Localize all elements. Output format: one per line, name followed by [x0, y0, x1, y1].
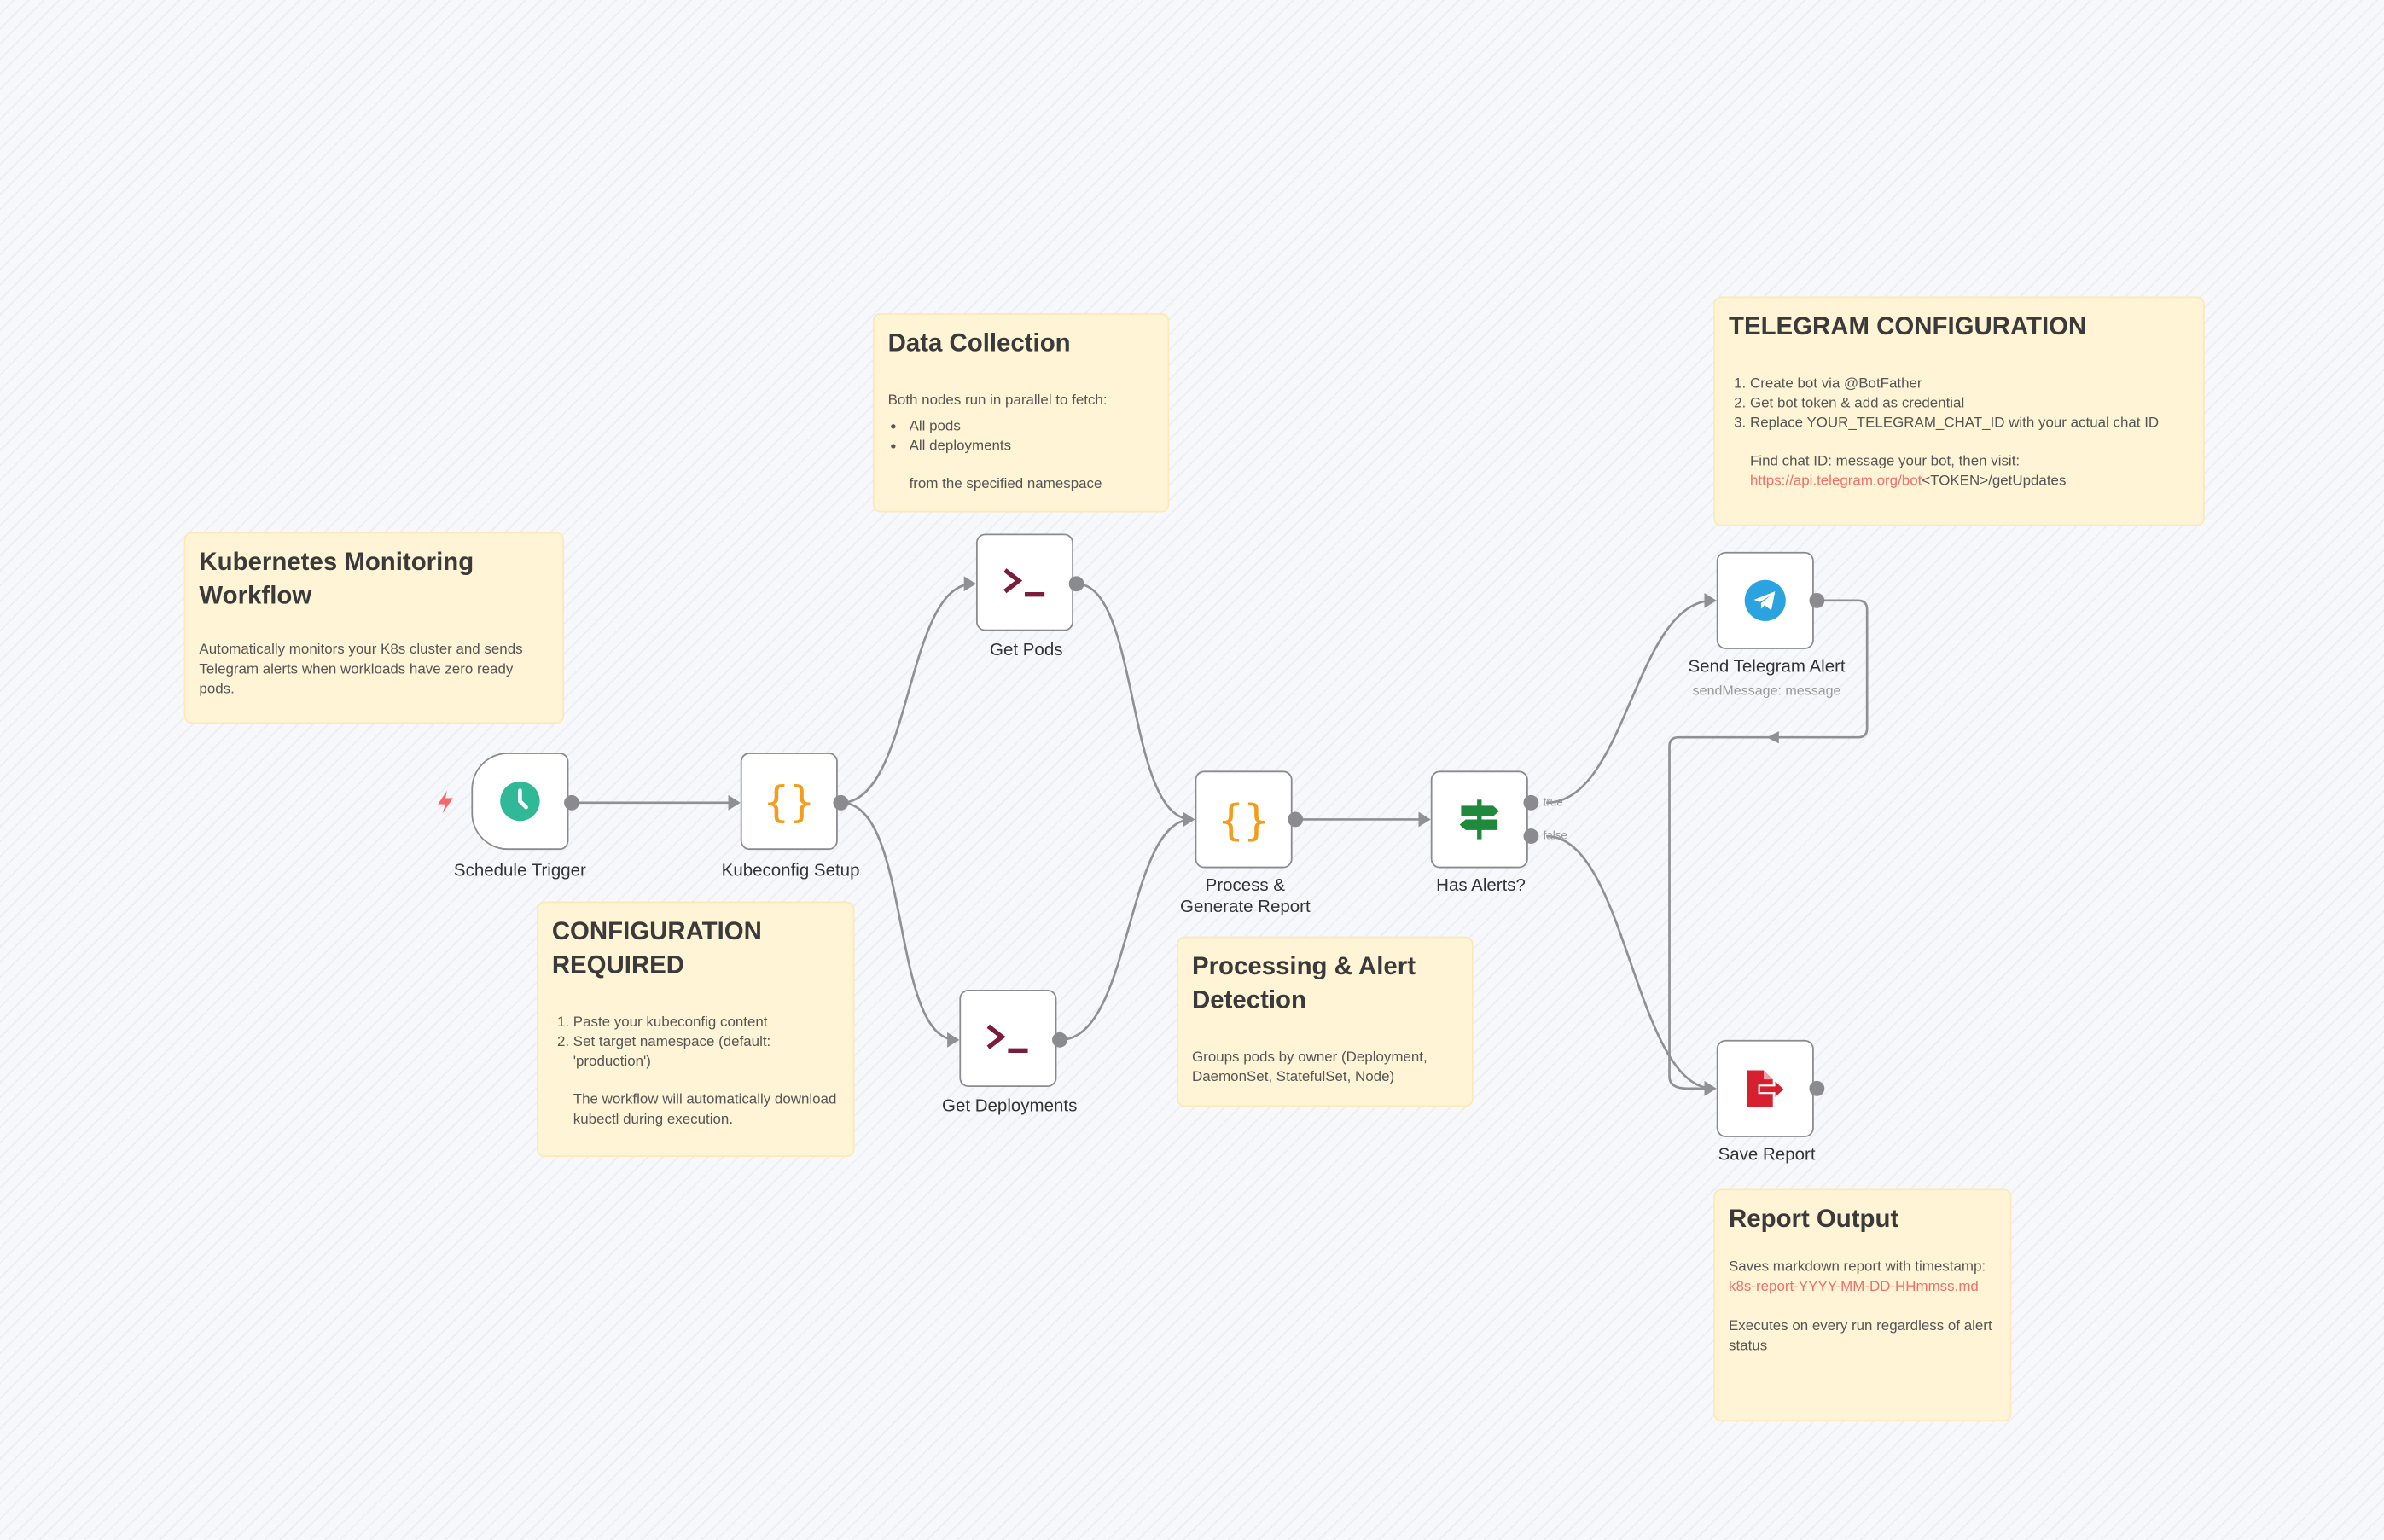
node-label: Send Telegram Alert: [1688, 658, 1846, 677]
node-label: Save Report: [1718, 1146, 1816, 1165]
edge-getdeployments-process: [1059, 818, 1193, 1042]
note-footer: The workflow will automatically download…: [573, 1091, 837, 1129]
note-title: TELEGRAM CONFIGURATION: [1729, 313, 2087, 341]
edge-kubeconfig-getdeployments: [840, 801, 957, 1042]
node-get-deployments[interactable]: [959, 990, 1057, 1088]
note-config-required[interactable]: CONFIGURATION REQUIRED Paste your kubeco…: [538, 903, 853, 1156]
output-port[interactable]: [1068, 576, 1084, 592]
node-has-alerts[interactable]: [1430, 770, 1528, 869]
clock-icon: [500, 781, 540, 822]
edge-true-telegram: [1546, 599, 1714, 805]
step-item: Create bot via @BotFather: [1750, 374, 2189, 393]
note-title: CONFIGURATION REQUIRED: [551, 918, 762, 979]
note-title: Kubernetes Monitoring Workflow: [199, 549, 474, 610]
code-braces-icon: {}: [1218, 794, 1270, 845]
port-label-true: true: [1543, 794, 1563, 809]
node-save-report[interactable]: [1716, 1039, 1814, 1137]
note-telegram-config[interactable]: TELEGRAM CONFIGURATION Create bot via @B…: [1714, 298, 2203, 525]
edge-false-save: [1546, 834, 1714, 1090]
output-port[interactable]: [564, 794, 579, 811]
node-label: Get Deployments: [941, 1097, 1078, 1116]
output-port[interactable]: [1052, 1032, 1067, 1048]
step-item: Replace YOUR_TELEGRAM_CHAT_ID with your …: [1750, 414, 2189, 433]
step-item: Get bot token & add as credential: [1750, 394, 2189, 414]
output-port-false[interactable]: [1523, 828, 1539, 844]
note-body: Groups pods by owner (Deployment, Daemon…: [1192, 1049, 1427, 1086]
note-overview[interactable]: Kubernetes Monitoring Workflow Automatic…: [185, 533, 563, 723]
node-subtitle: sendMessage: message: [1692, 683, 1841, 698]
link-suffix: <TOKEN>/getUpdates: [1922, 473, 2067, 490]
note-data-collection[interactable]: Data Collection Both nodes run in parall…: [874, 314, 1168, 511]
note-title: Data Collection: [887, 329, 1071, 357]
note-title: Processing & Alert Detection: [1192, 953, 1416, 1014]
step-item: Set target namespace (default: 'producti…: [573, 1032, 840, 1072]
node-process-generate-report[interactable]: {}: [1195, 770, 1293, 869]
node-label: Schedule Trigger: [453, 862, 586, 880]
edge-getpods-process: [1076, 582, 1193, 821]
port-label-false: false: [1543, 828, 1567, 843]
bullet-item: All deployments: [910, 436, 1154, 456]
note-title: Report Output: [1729, 1206, 1899, 1234]
note-body: Automatically monitors your K8s cluster …: [199, 641, 523, 698]
trigger-bolt-icon: [438, 790, 454, 814]
output-port[interactable]: [833, 794, 849, 811]
file-export-icon: [1747, 1070, 1787, 1107]
bullet-item: All pods: [910, 416, 1154, 436]
output-port[interactable]: [1288, 811, 1304, 828]
node-get-pods[interactable]: [975, 533, 1074, 631]
telegram-api-link[interactable]: https://api.telegram.org/bot: [1749, 473, 1922, 490]
node-label: Has Alerts?: [1436, 877, 1526, 896]
node-send-telegram-alert[interactable]: [1716, 551, 1814, 649]
note-processing[interactable]: Processing & Alert Detection Groups pods…: [1177, 938, 1472, 1106]
note-footer: from the specified namespace: [909, 475, 1102, 493]
note-footer: Executes on every run regardless of aler…: [1729, 1317, 1992, 1355]
node-label: Process & Generate Report: [1180, 877, 1311, 917]
note-body: Saves markdown report with timestamp:: [1729, 1258, 1986, 1276]
output-port[interactable]: [1809, 592, 1825, 608]
node-schedule-trigger[interactable]: [471, 753, 569, 851]
signpost-icon: [1459, 799, 1499, 840]
note-intro: Both nodes run in parallel to fetch:: [887, 392, 1108, 410]
node-label: Kubeconfig Setup: [721, 862, 860, 880]
step-item: Paste your kubeconfig content: [573, 1013, 840, 1032]
output-port[interactable]: [1809, 1080, 1825, 1096]
node-kubeconfig-setup[interactable]: {}: [740, 753, 838, 851]
report-filename: k8s-report-YYYY-MM-DD-HHmmss.md: [1729, 1278, 1979, 1296]
terminal-icon: [986, 1024, 1028, 1053]
telegram-icon: [1744, 579, 1786, 621]
note-report-output[interactable]: Report Output Saves markdown report with…: [1714, 1190, 2010, 1421]
output-port-true[interactable]: [1523, 794, 1539, 811]
code-braces-icon: {}: [763, 776, 815, 827]
terminal-icon: [1003, 568, 1045, 597]
node-label: Get Pods: [990, 641, 1063, 660]
note-find: Find chat ID: message your bot, then vis…: [1749, 453, 2021, 470]
edge-kubeconfig-getpods: [840, 582, 974, 805]
